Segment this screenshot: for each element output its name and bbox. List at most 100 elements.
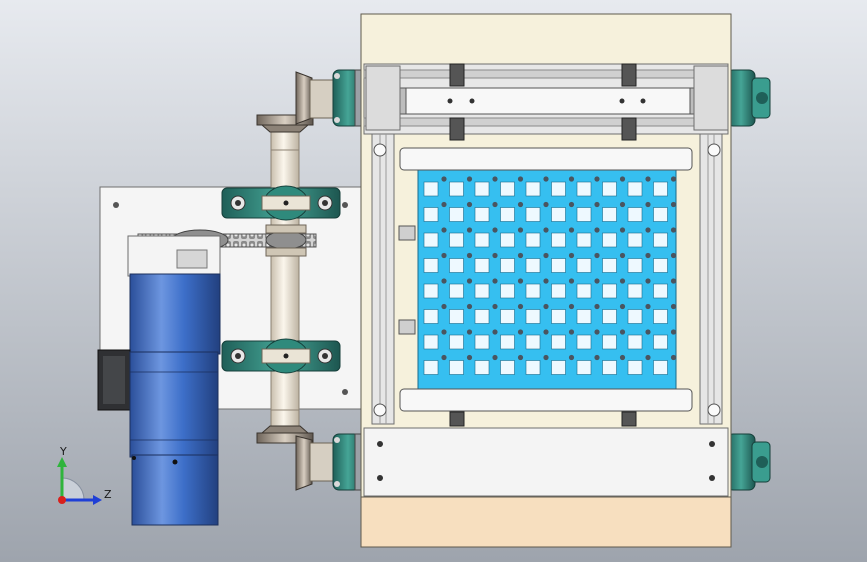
plate-bolt	[670, 176, 677, 182]
plate-bolt	[543, 252, 549, 259]
plate-hole	[474, 283, 490, 299]
plate-bolt	[441, 329, 447, 335]
flanged-bearing-icon[interactable]	[309, 69, 366, 127]
plate-bolt	[670, 227, 677, 233]
plate-hole	[525, 334, 541, 350]
plate-bolt	[568, 278, 575, 284]
triad-y-label: Y	[59, 445, 67, 458]
plate-bolt	[466, 354, 473, 361]
plate-bolt	[619, 252, 626, 259]
plate-bolt	[517, 329, 524, 335]
plate-hole	[627, 232, 643, 248]
plate-bolt	[619, 201, 626, 208]
plate-bolt	[594, 329, 600, 335]
plate-bolt	[441, 354, 447, 361]
plate-bolt	[543, 329, 549, 335]
plate-hole	[627, 360, 643, 375]
plate-hole	[602, 283, 617, 299]
plate-bolt	[670, 354, 677, 361]
bevel-gear-icon[interactable]	[256, 425, 314, 491]
plate-hole	[653, 207, 668, 222]
plate-hole	[653, 334, 668, 350]
plate-hole	[423, 258, 439, 273]
plate-bolt	[645, 303, 651, 310]
plate-bolt	[670, 201, 677, 208]
plate-hole	[627, 207, 643, 222]
plate-bolt	[466, 303, 473, 310]
plate-hole	[525, 309, 541, 324]
plate-hole	[602, 181, 617, 197]
plate-bolt	[568, 329, 575, 335]
plate-hole	[500, 309, 515, 324]
plate-bolt	[441, 227, 447, 233]
plate-hole	[449, 258, 464, 273]
plate-hole	[423, 181, 439, 197]
plate-bolt	[543, 176, 549, 182]
plate-hole	[423, 232, 439, 248]
plate-hole	[449, 207, 464, 222]
plate-hole	[653, 309, 668, 324]
plate-bolt	[594, 354, 600, 361]
plate-bolt	[492, 176, 498, 182]
plate-hole	[423, 207, 439, 222]
plate-bolt	[517, 303, 524, 310]
pillow-block-bearing-icon[interactable]	[221, 185, 341, 221]
plate-hole	[627, 309, 643, 324]
flanged-bearing-icon[interactable]	[309, 433, 366, 491]
plate-bolt	[594, 303, 600, 310]
perforated-conveyor-plate-icon[interactable]	[399, 147, 693, 412]
plate-bolt	[619, 329, 626, 335]
plate-hole	[500, 181, 515, 197]
plate-bolt	[645, 354, 651, 361]
drive-shaft[interactable]	[270, 119, 300, 441]
plate-hole	[423, 283, 439, 299]
plate-hole	[602, 334, 617, 350]
plate-bolt	[466, 176, 473, 182]
plate-hole	[449, 334, 464, 350]
plate-hole	[653, 232, 668, 248]
plate-hole	[602, 232, 617, 248]
plate-bolt	[492, 227, 498, 233]
plate-bolt	[517, 354, 524, 361]
plate-hole	[653, 283, 668, 299]
plate-bolt	[594, 201, 600, 208]
plate-bolt	[492, 201, 498, 208]
plate-bolt	[441, 252, 447, 259]
plate-bolt	[492, 252, 498, 259]
flanged-bearing-icon[interactable]	[726, 69, 771, 127]
plate-bolt	[619, 354, 626, 361]
plate-hole	[551, 258, 566, 273]
triad-z-label: Z	[104, 488, 112, 501]
plate-hole	[576, 334, 592, 350]
plate-hole	[474, 334, 490, 350]
plate-hole	[474, 258, 490, 273]
plate-bolt	[492, 303, 498, 310]
plate-bolt	[492, 329, 498, 335]
plate-hole	[423, 360, 439, 375]
plate-hole	[576, 258, 592, 273]
plate-bolt	[594, 252, 600, 259]
plate-bolt	[645, 227, 651, 233]
plate-hole	[653, 360, 668, 375]
plate-hole	[525, 283, 541, 299]
plate-bolt	[619, 278, 626, 284]
plate-bolt	[645, 201, 651, 208]
bevel-gear-icon[interactable]	[256, 71, 314, 133]
plate-hole	[551, 309, 566, 324]
gear-motor-icon[interactable]	[97, 235, 221, 526]
plate-hole	[449, 283, 464, 299]
plate-bolt	[441, 303, 447, 310]
plate-hole	[500, 283, 515, 299]
plate-hole	[500, 207, 515, 222]
pillow-block-bearing-icon[interactable]	[221, 338, 341, 374]
plate-bolt	[543, 354, 549, 361]
plate-hole	[500, 360, 515, 375]
plate-bolt	[466, 329, 473, 335]
flanged-bearing-icon[interactable]	[726, 433, 771, 491]
plate-bolt	[645, 176, 651, 182]
view-triad[interactable]: Y Z	[57, 445, 112, 505]
plate-hole	[602, 360, 617, 375]
plate-hole	[576, 181, 592, 197]
plate-bolt	[594, 176, 600, 182]
